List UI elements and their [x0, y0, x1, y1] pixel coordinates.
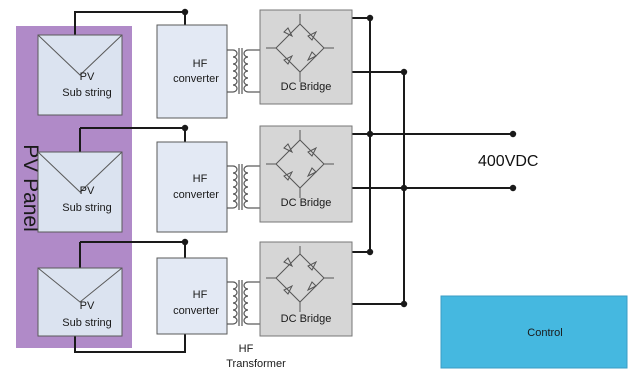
pv-substring-3: PV Sub string — [37, 267, 123, 337]
output-voltage-label: 400VDC — [478, 153, 538, 170]
hf-transformer-3 — [227, 280, 262, 326]
svg-text:HF: HF — [193, 58, 208, 70]
svg-text:DC Bridge: DC Bridge — [281, 313, 332, 325]
hf-converter-1: HF converter — [156, 24, 228, 119]
pv-substring-2: PV Sub string — [37, 151, 123, 233]
svg-text:Control: Control — [527, 327, 562, 339]
svg-text:PV: PV — [80, 71, 95, 83]
dc-bridge-2: DC Bridge — [259, 125, 353, 223]
svg-text:HF: HF — [193, 289, 208, 301]
svg-text:Sub string: Sub string — [62, 87, 112, 99]
svg-text:DC Bridge: DC Bridge — [281, 197, 332, 209]
svg-text:converter: converter — [173, 73, 219, 85]
pv-substring-1: PV Sub string — [37, 34, 123, 116]
svg-text:DC Bridge: DC Bridge — [281, 81, 332, 93]
hf-transformer-1 — [227, 48, 262, 94]
svg-text:converter: converter — [173, 189, 219, 201]
svg-text:Sub string: Sub string — [62, 202, 112, 214]
junction-dots — [181, 8, 517, 308]
dc-bridge-3: DC Bridge — [259, 241, 353, 337]
pv-panel-label: PV Panel — [19, 144, 42, 232]
hf-transformer-label-line2: Transformer — [226, 358, 286, 370]
svg-text:HF: HF — [193, 173, 208, 185]
svg-text:Sub string: Sub string — [62, 317, 112, 329]
hf-transformer-2 — [227, 164, 262, 210]
hf-transformer-label-line1: HF — [239, 343, 254, 355]
hf-converter-3: HF converter — [156, 257, 228, 335]
svg-text:PV: PV — [80, 185, 95, 197]
control-block: Control — [440, 295, 628, 369]
hf-converter-2: HF converter — [156, 141, 228, 233]
svg-text:converter: converter — [173, 305, 219, 317]
dc-bridge-1: DC Bridge — [259, 9, 353, 105]
svg-text:PV: PV — [80, 300, 95, 312]
